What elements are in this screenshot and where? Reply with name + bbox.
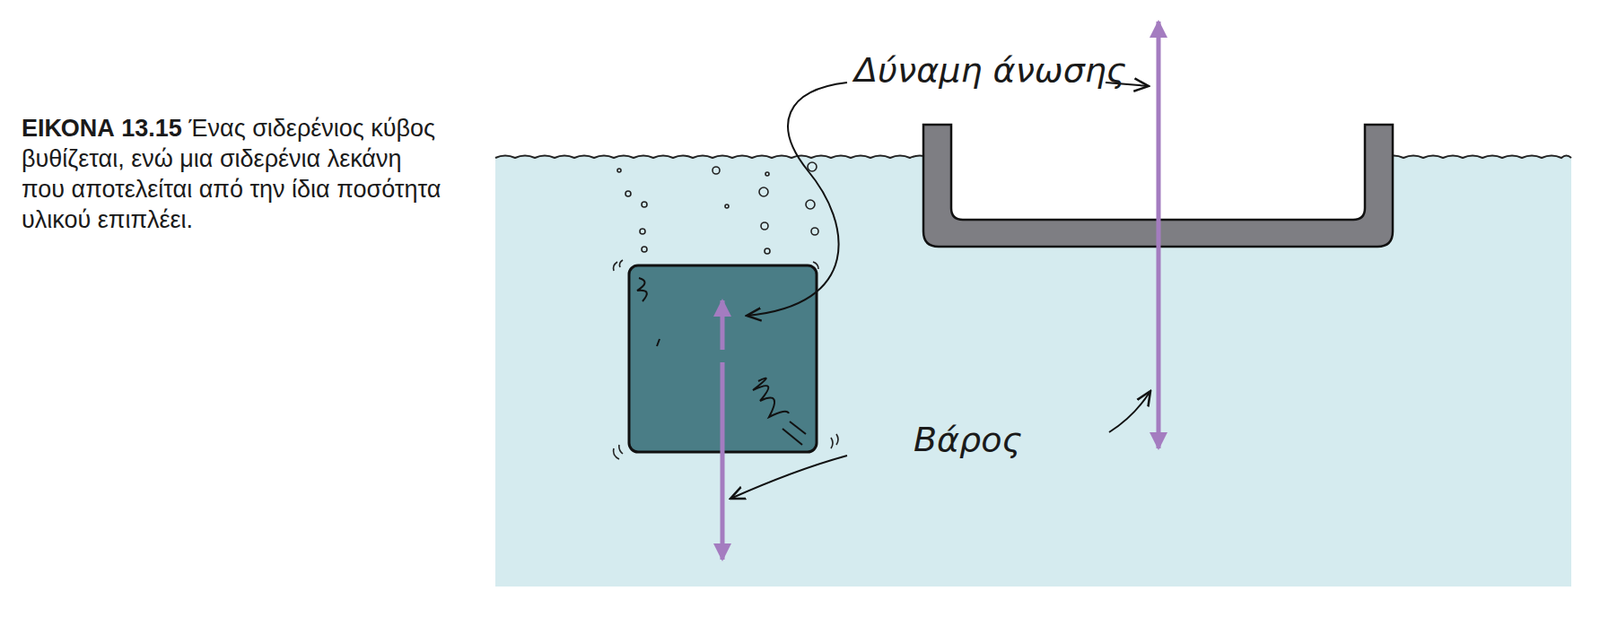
bubble xyxy=(725,204,729,209)
vibration-marks xyxy=(613,260,840,460)
buoyancy-label: Δύναμη άνωσης xyxy=(854,50,1127,90)
bubble xyxy=(617,168,621,173)
bubble xyxy=(805,200,815,210)
bubble xyxy=(641,246,647,253)
bubble xyxy=(712,166,720,175)
bubble xyxy=(760,222,769,230)
bubble xyxy=(764,248,770,254)
bubble xyxy=(811,227,819,236)
figure-number: ΕΙΚΟΝΑ 13.15 xyxy=(21,114,183,142)
bubble xyxy=(639,228,646,235)
bubble xyxy=(807,162,817,172)
bubble xyxy=(759,187,769,197)
bubble xyxy=(625,191,631,197)
leader-lines xyxy=(730,82,1151,499)
figure-caption: ΕΙΚΟΝΑ 13.15 Ένας σιδερένιος κύβος βυθίζ… xyxy=(21,113,444,236)
bubble xyxy=(765,172,770,176)
bubbles xyxy=(617,162,819,254)
weight-label: Βάρος xyxy=(913,419,1023,460)
force-arrows xyxy=(722,21,1159,560)
bubble xyxy=(641,201,647,208)
